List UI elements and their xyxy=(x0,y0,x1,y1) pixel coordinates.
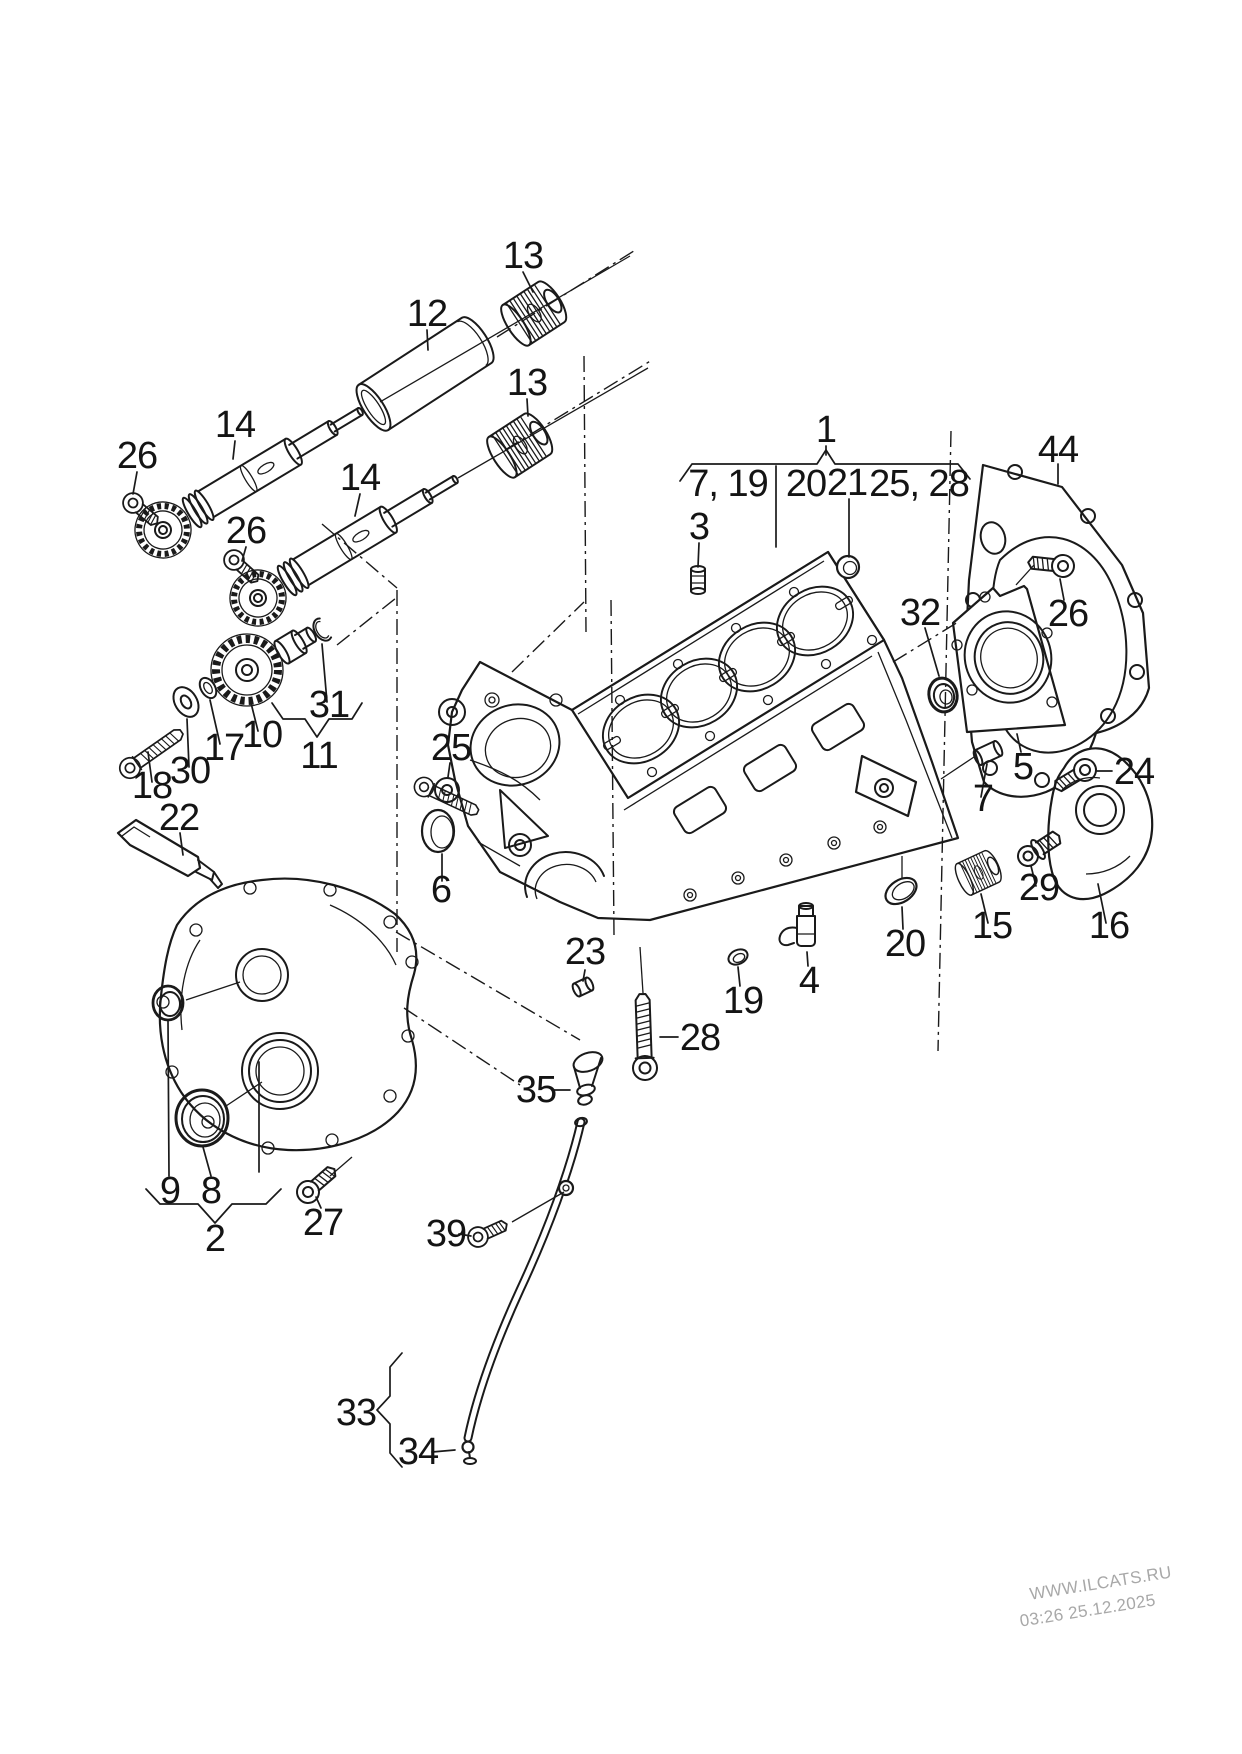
callout-4: 4 xyxy=(799,960,820,1002)
seal-32 xyxy=(927,676,959,714)
shaft-sleeve-12 xyxy=(355,316,495,432)
crankshaft-seal-8 xyxy=(174,1088,230,1148)
callout-7-19: 7, 19 xyxy=(688,463,768,505)
callout-35: 35 xyxy=(516,1069,556,1111)
bracket-11 xyxy=(271,702,363,738)
callout-20b: 20 xyxy=(885,923,925,965)
sealing-flange-5 xyxy=(951,584,1067,734)
callout-3: 3 xyxy=(689,506,709,548)
callout-34: 34 xyxy=(398,1431,439,1473)
sealant-tube-22 xyxy=(116,818,223,889)
callout-26b: 26 xyxy=(226,510,266,552)
seal-ring-19 xyxy=(727,948,749,966)
callout-11: 11 xyxy=(300,735,337,777)
callout-14b: 14 xyxy=(340,457,381,499)
callout-19: 19 xyxy=(723,980,763,1022)
screw-39 xyxy=(464,1214,512,1251)
support-bracket-16 xyxy=(1047,747,1154,901)
callout-25: 25 xyxy=(431,727,471,769)
callout-7: 7 xyxy=(973,778,993,820)
callout-24: 24 xyxy=(1114,751,1155,793)
callout-1: 1 xyxy=(816,409,836,451)
callout-17: 17 xyxy=(204,727,244,769)
callout-10: 10 xyxy=(242,714,282,756)
callout-23: 23 xyxy=(565,931,605,973)
oil-spray-nozzle-4 xyxy=(778,902,816,947)
callout-32: 32 xyxy=(900,592,940,634)
bearing-sleeve-15 xyxy=(951,847,1006,899)
dipstick-guide-tube-33 xyxy=(463,1116,588,1443)
head-gasket xyxy=(570,550,886,800)
callout-28: 28 xyxy=(680,1017,720,1059)
screw-39-line xyxy=(511,1191,565,1223)
callout-21: 21 xyxy=(827,462,867,504)
bushing-11 xyxy=(273,626,318,665)
callout-5: 5 xyxy=(1013,746,1033,788)
screw-29 xyxy=(1017,830,1062,867)
circlip-31 xyxy=(312,617,333,642)
callout-9: 9 xyxy=(160,1170,180,1212)
callout-12: 12 xyxy=(407,293,447,335)
callout-18: 18 xyxy=(132,765,172,807)
assembly-axis-lines xyxy=(379,255,649,479)
reference-lines xyxy=(321,248,959,1086)
washer-30 xyxy=(167,681,205,723)
callout-6: 6 xyxy=(431,869,451,911)
block-pan-rail-bosses xyxy=(683,820,887,902)
stud-3 xyxy=(690,565,706,595)
callout-31: 31 xyxy=(309,684,349,726)
callout-13a: 13 xyxy=(503,235,543,277)
block-support-arm xyxy=(854,754,918,818)
seal-fit-lines xyxy=(185,981,263,1107)
sealing-cap-20 xyxy=(884,876,918,906)
callout-44: 44 xyxy=(1038,429,1079,471)
block-side-windows xyxy=(672,702,866,835)
bracket-2 xyxy=(145,1188,282,1224)
tube-end-34 xyxy=(461,1440,477,1465)
bolt-28 xyxy=(629,992,659,1082)
callout-13b: 13 xyxy=(507,362,547,404)
callout-30: 30 xyxy=(170,750,210,792)
bolt-28-line xyxy=(639,946,644,994)
callout-8: 8 xyxy=(201,1170,221,1212)
callout-26a: 26 xyxy=(117,435,157,477)
leader-lines xyxy=(132,271,1113,1468)
block-timing-face xyxy=(434,692,605,900)
callout-25-28: 25, 28 xyxy=(869,463,969,505)
callout-labels: 13 12 13 14 26 14 26 31 10 17 30 18 11 2… xyxy=(117,235,1156,1473)
callout-26c: 26 xyxy=(1048,593,1088,635)
callout-16: 16 xyxy=(1089,905,1129,947)
sealing-cap-21 xyxy=(835,554,861,580)
gear-roller-13b xyxy=(481,408,559,483)
dipstick-funnel-35 xyxy=(572,1051,604,1106)
callout-15: 15 xyxy=(972,905,1012,947)
gasket-holes xyxy=(602,586,878,778)
bracket-1 xyxy=(679,449,971,482)
callout-29: 29 xyxy=(1019,867,1059,909)
callout-14a: 14 xyxy=(215,404,256,446)
screw-27-line xyxy=(329,1156,353,1177)
sealing-cap-6 xyxy=(420,808,456,854)
callout-22: 22 xyxy=(159,797,199,839)
bracket-33 xyxy=(376,1352,403,1468)
callout-33: 33 xyxy=(336,1392,376,1434)
dowel-pin-7 xyxy=(972,739,1004,767)
callout-39: 39 xyxy=(426,1213,466,1255)
timing-cover xyxy=(156,877,419,1155)
shaft-seal-9 xyxy=(151,984,185,1022)
callout-2: 2 xyxy=(205,1218,225,1260)
callout-27: 27 xyxy=(303,1202,343,1244)
idler-gear-10 xyxy=(210,633,284,707)
callout-20a: 20 xyxy=(786,463,826,505)
